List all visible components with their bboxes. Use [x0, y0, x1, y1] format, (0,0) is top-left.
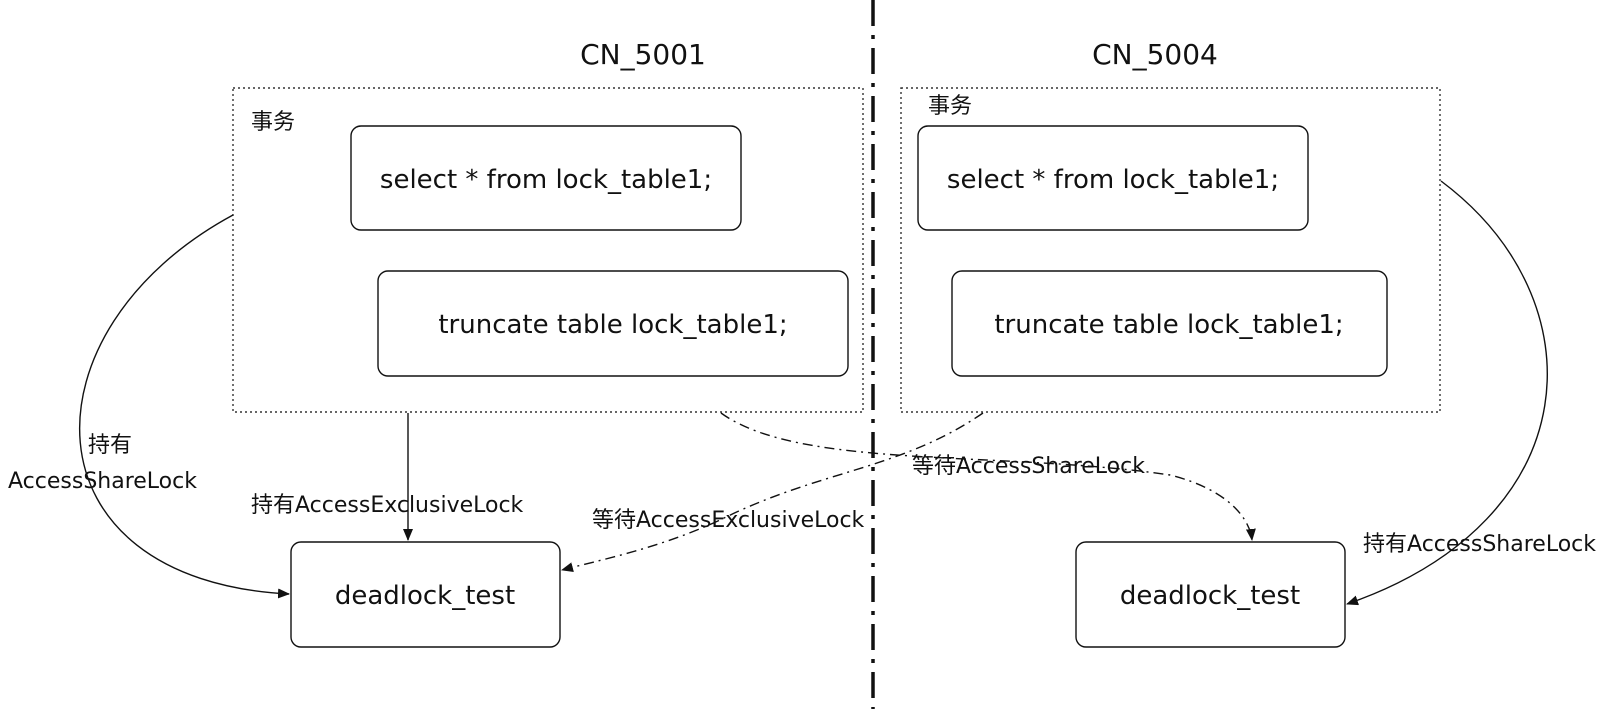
right-hold-share-label: 持有AccessShareLock: [1363, 532, 1596, 557]
right-select-box: [917, 125, 1309, 231]
right-truncate-box: [951, 270, 1388, 377]
right-transaction-group: [900, 87, 1441, 413]
left-deadlock-table-box: [290, 541, 561, 648]
cross-wait-exclusive-label: 等待AccessExclusiveLock: [592, 508, 865, 533]
left-transaction-label: 事务: [251, 110, 295, 135]
right-deadlock-table-box: [1075, 541, 1346, 648]
right-node-title: CN_5004: [1092, 38, 1218, 71]
right-hold-share-arrow: [1346, 180, 1548, 606]
cross-wait-share-label: 等待AccessShareLock: [912, 454, 1145, 479]
right-truncate-text: truncate table lock_table1;: [994, 310, 1343, 340]
left-hold-share-label-1: 持有: [88, 433, 132, 458]
left-hold-exclusive-label: 持有AccessExclusiveLock: [251, 493, 524, 518]
right-transaction-label: 事务: [928, 94, 972, 119]
right-select-text: select * from lock_table1;: [947, 165, 1279, 195]
cross-wait-share-arrow: [720, 412, 1256, 541]
left-transaction-group: [232, 87, 864, 413]
left-deadlock-table-text: deadlock_test: [335, 581, 515, 611]
left-node-title: CN_5001: [580, 38, 706, 71]
left-hold-share-arrow: [78, 214, 290, 599]
left-select-box: [350, 125, 742, 231]
left-select-text: select * from lock_table1;: [380, 165, 712, 195]
cross-wait-exclusive-arrow: [561, 412, 984, 573]
left-truncate-text: truncate table lock_table1;: [438, 310, 787, 340]
right-deadlock-table-text: deadlock_test: [1120, 581, 1300, 611]
left-hold-share-label-2: AccessShareLock: [8, 469, 197, 494]
left-truncate-box: [377, 270, 849, 377]
